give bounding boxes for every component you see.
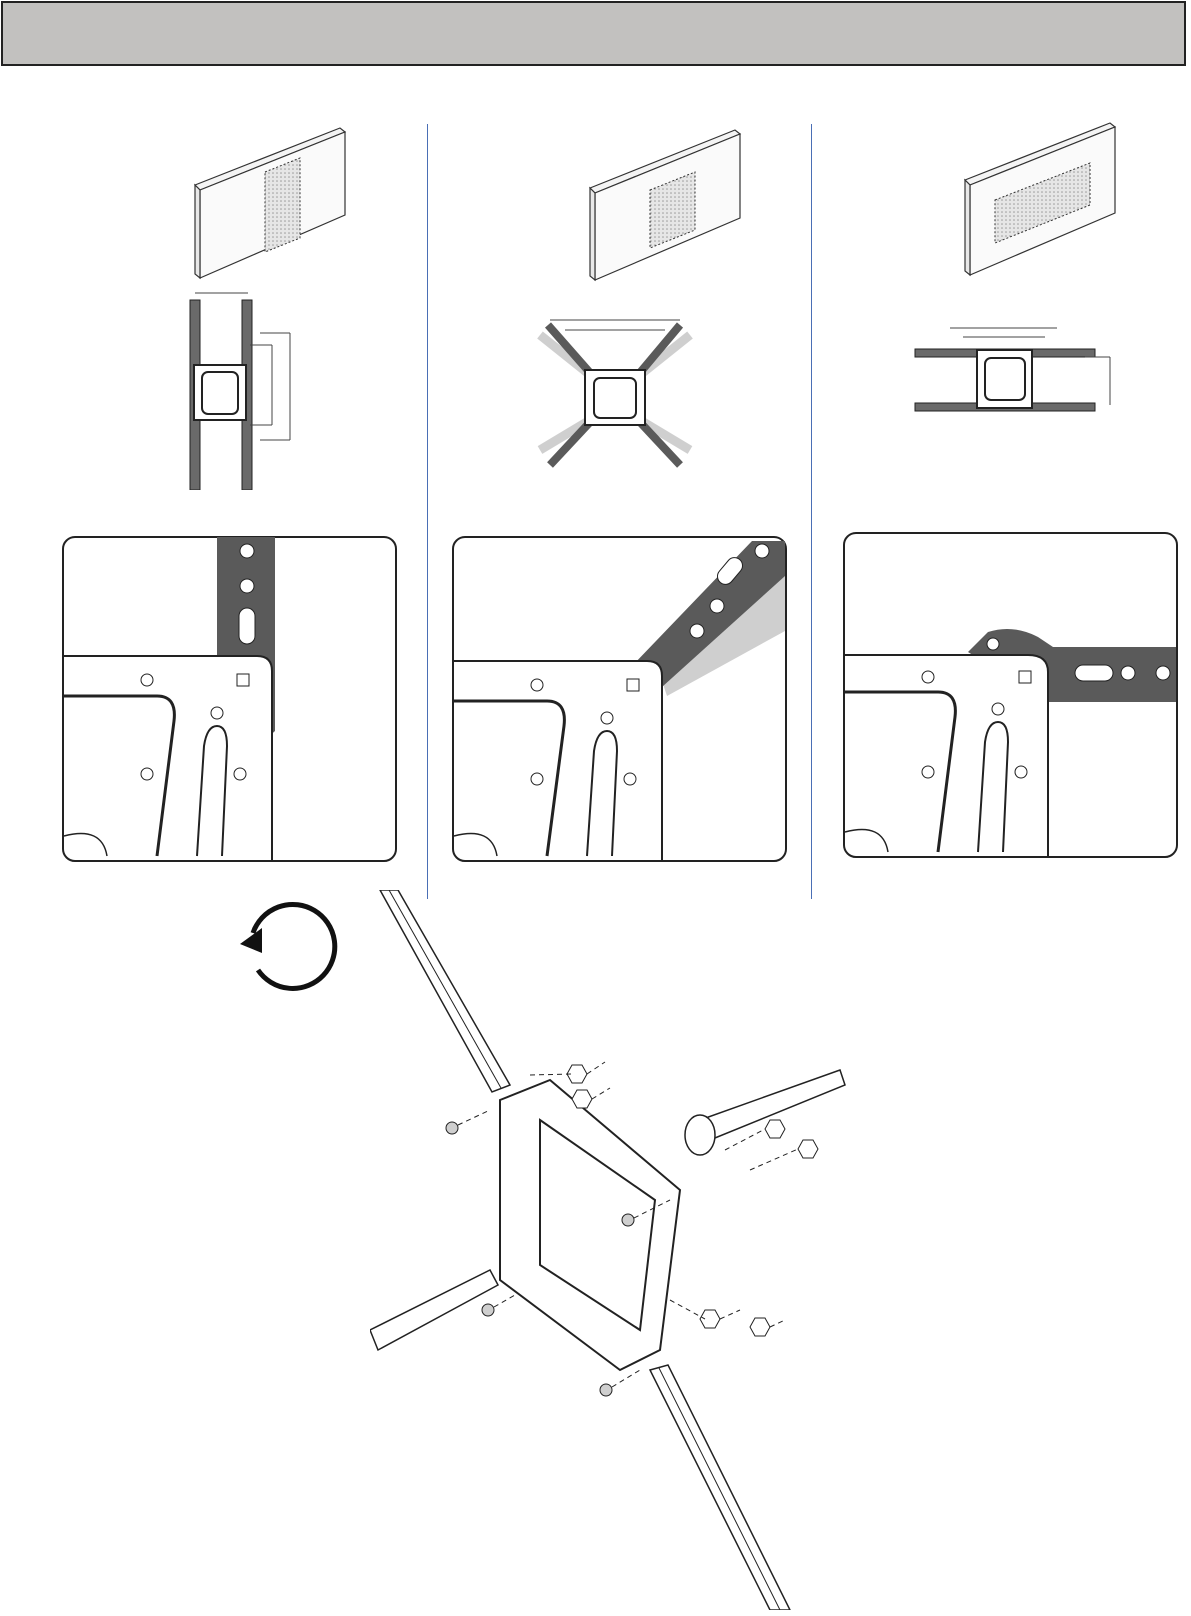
tv-horizontal-diagram bbox=[905, 115, 1125, 425]
tv-vertical-diagram bbox=[180, 120, 410, 490]
panel-horizontal bbox=[905, 115, 1125, 425]
header-bar bbox=[1, 1, 1186, 66]
column-divider-left bbox=[427, 124, 428, 899]
tv-back-icon bbox=[590, 130, 740, 280]
zoom-vertical bbox=[62, 536, 397, 862]
tv-back-icon bbox=[195, 128, 345, 278]
panel-diagonal bbox=[530, 120, 750, 490]
counterclockwise-rotate-icon bbox=[228, 898, 338, 1003]
tv-back-icon bbox=[965, 123, 1115, 275]
zoom-horizontal bbox=[843, 532, 1178, 858]
panel-vertical bbox=[180, 120, 410, 490]
bracket-horizontal bbox=[915, 328, 1110, 411]
tv-diagonal-diagram bbox=[530, 120, 750, 490]
bracket-diagonal bbox=[540, 320, 690, 465]
column-divider-right bbox=[811, 124, 812, 899]
bracket-assembly-diagram bbox=[370, 890, 870, 1615]
zoom-diagonal bbox=[452, 536, 787, 862]
bracket-vertical bbox=[190, 293, 290, 490]
